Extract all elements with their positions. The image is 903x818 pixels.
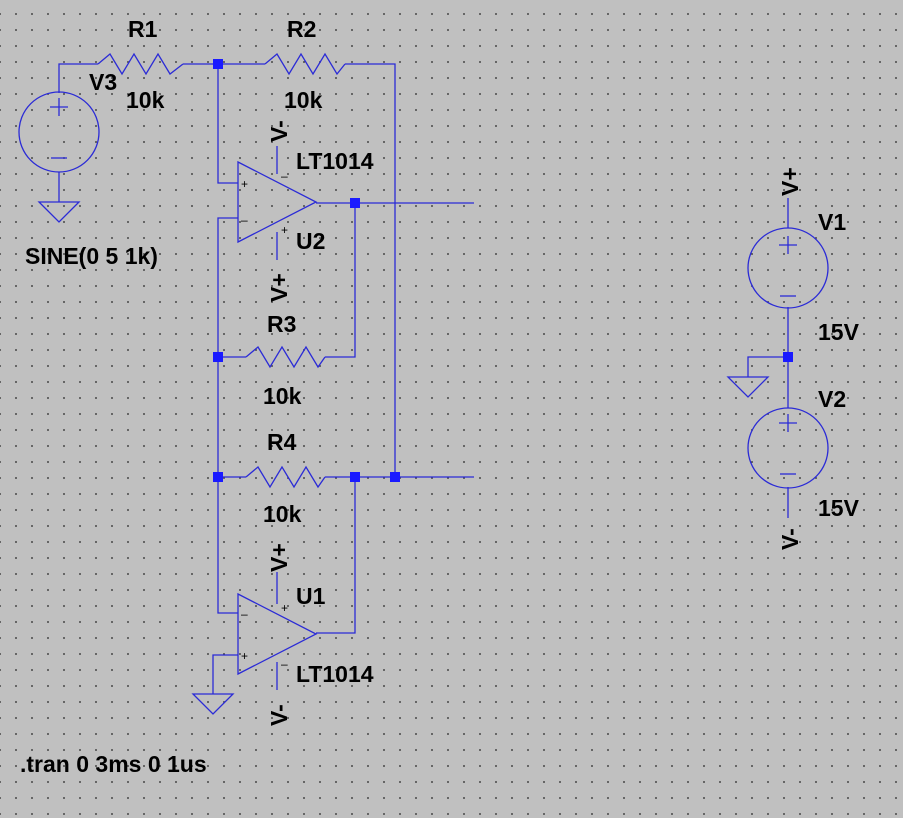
u2-name: U2: [296, 228, 325, 254]
v2-name: V2: [818, 386, 846, 412]
resistor-r2-zigzag: [264, 52, 346, 76]
opamp-u1-plus-pin: +: [241, 649, 248, 663]
opamp-u2-supply-plus-pin: +: [281, 223, 288, 237]
resistor-r3[interactable]: [245, 345, 326, 369]
opamp-u2-triangle: [237, 160, 318, 244]
r1-name: R1: [128, 16, 158, 42]
ground-symbol-v3: [37, 201, 81, 223]
voltage-source-v2[interactable]: [747, 407, 829, 489]
voltage-source-v1-circle: [747, 227, 829, 309]
r1-value: 10k: [126, 87, 165, 113]
resistor-r3-zigzag: [245, 345, 326, 369]
u1-name: U1: [296, 583, 326, 609]
r2-value: 10k: [284, 87, 323, 113]
opamp-u1-supply-plus-pin: +: [281, 601, 288, 615]
resistor-r4[interactable]: [245, 465, 326, 489]
r3-value: 10k: [263, 383, 302, 409]
opamp-u2-minus-pin: –: [241, 213, 248, 227]
u1-supply-plus-label: V+: [266, 543, 292, 572]
r4-value: 10k: [263, 501, 302, 527]
spice-directive: .tran 0 3ms 0 1us: [20, 751, 207, 777]
voltage-source-v2-circle: [747, 407, 829, 489]
u2-supply-minus-label: V-: [266, 120, 292, 142]
ground-icon: [37, 201, 81, 223]
r4-name: R4: [267, 429, 297, 455]
v3-name: V3: [89, 69, 117, 95]
resistor-r2[interactable]: [264, 52, 346, 76]
junction-dot: [390, 472, 400, 482]
ground-icon: [726, 376, 770, 398]
v1-value: 15V: [818, 319, 860, 345]
voltage-source-v3[interactable]: [18, 91, 100, 173]
opamp-u2-plus-pin: +: [241, 177, 248, 191]
junction-dot: [213, 472, 223, 482]
wires: [58, 63, 789, 694]
r3-name: R3: [267, 311, 296, 337]
resistor-r1[interactable]: [97, 52, 184, 76]
r2-name: R2: [287, 16, 316, 42]
v2-supply-minus-label: V-: [777, 528, 803, 550]
opamp-u2-supply-minus-pin: –: [281, 169, 288, 183]
junction-dot: [350, 198, 360, 208]
u2-model: LT1014: [296, 148, 374, 174]
junction-dot: [783, 352, 793, 362]
opamp-u1-supply-minus-pin: –: [281, 657, 288, 671]
v3-value: SINE(0 5 1k): [25, 243, 158, 269]
ground-symbol-supply: [726, 376, 770, 398]
resistor-r4-zigzag: [245, 465, 326, 489]
junction-dot: [213, 59, 223, 69]
opamp-u2[interactable]: + – – +: [237, 160, 318, 244]
v2-value: 15V: [818, 495, 860, 521]
voltage-source-v3-circle: [18, 91, 100, 173]
opamp-u1-minus-pin: –: [241, 607, 248, 621]
u1-supply-minus-label: V-: [266, 704, 292, 726]
voltage-source-v1[interactable]: [747, 227, 829, 309]
component-labels: R1 10k R2 10k R3 10k R4 10k LT1014 U2 U1…: [20, 16, 860, 777]
resistor-r1-zigzag: [97, 52, 184, 76]
junction-dot: [350, 472, 360, 482]
opamp-u1[interactable]: – + + –: [237, 592, 318, 676]
v1-supply-plus-label: V+: [777, 167, 803, 196]
u2-supply-plus-label: V+: [266, 273, 292, 302]
v1-name: V1: [818, 209, 846, 235]
opamp-u1-triangle: [237, 592, 318, 676]
junction-dot: [213, 352, 223, 362]
ground-icon: [191, 693, 235, 715]
u1-model: LT1014: [296, 661, 374, 687]
junctions: [213, 59, 793, 482]
ground-symbol-u1: [191, 693, 235, 715]
